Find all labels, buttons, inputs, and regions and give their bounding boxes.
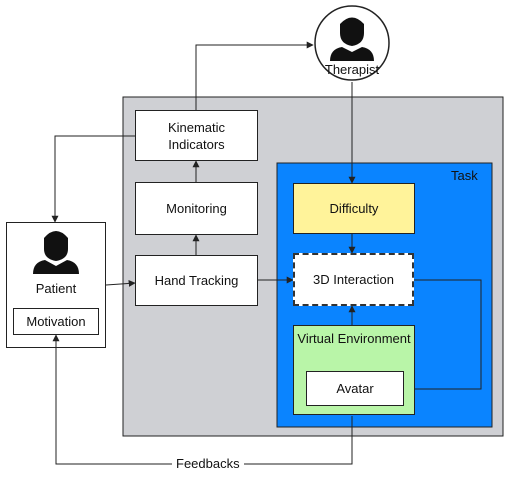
monitoring-node: Monitoring (135, 182, 258, 235)
patient-person-icon (33, 231, 79, 274)
edge-interaction-to-avatar (404, 279, 482, 393)
patient-label: Patient (35, 281, 77, 296)
edge-kinematic-to-patient (51, 135, 135, 223)
patient-node (6, 222, 106, 348)
kinematic-indicators-node: Kinematic Indicators (135, 110, 258, 161)
avatar-node: Avatar (306, 371, 404, 406)
task-title: Task (451, 168, 478, 183)
edge-kinematic-to-therapist (195, 41, 314, 110)
therapist-person-icon (330, 17, 374, 61)
interaction-node: 3D Interaction (293, 253, 414, 306)
difficulty-node: Difficulty (293, 183, 415, 234)
edge-patient-to-handtracking (105, 279, 136, 287)
virtual-environment-label: Virtual Environment (297, 331, 411, 346)
feedbacks-label: Feedbacks (172, 456, 244, 471)
therapist-label: Therapist (324, 62, 380, 77)
hand-tracking-node: Hand Tracking (135, 255, 258, 306)
motivation-node: Motivation (13, 308, 99, 335)
